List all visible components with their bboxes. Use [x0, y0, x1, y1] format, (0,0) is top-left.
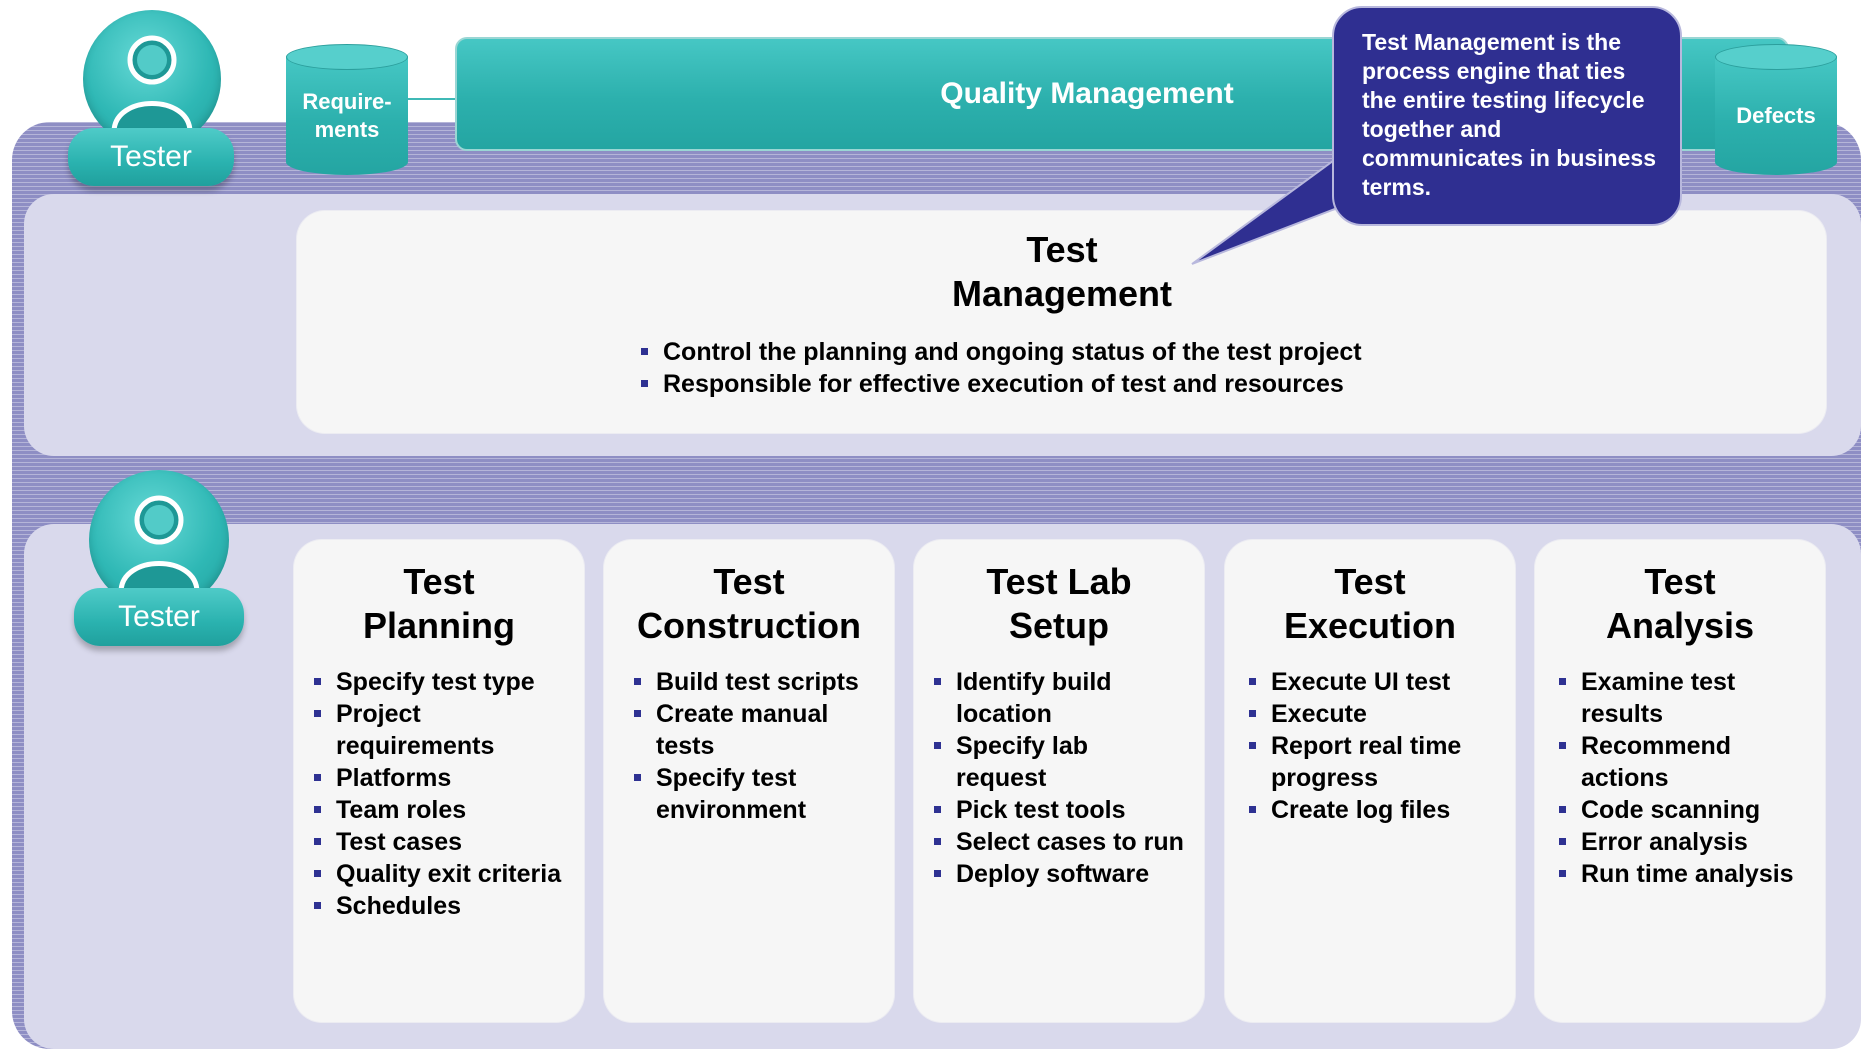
list-item: Execute: [1249, 698, 1499, 730]
list-item: Test cases: [314, 826, 584, 858]
phase-bullets: Identify build location Specify lab requ…: [934, 666, 1184, 890]
list-item: Report real time progress: [1249, 730, 1499, 794]
list-item: Responsible for effective execution of t…: [641, 368, 1641, 400]
phase-column-test-execution: Test Execution Execute UI test Execute R…: [1225, 540, 1515, 1022]
list-item: Build test scripts: [634, 666, 879, 698]
phase-title: Test Planning: [363, 561, 515, 646]
list-item: Specify test environment: [634, 762, 879, 826]
tester-badge-top: Tester: [68, 128, 234, 186]
list-item: Create log files: [1249, 794, 1499, 826]
tester-avatar-top: [83, 10, 221, 148]
tester-label: Tester: [110, 140, 192, 173]
list-item: Error analysis: [1559, 826, 1821, 858]
phase-column-test-planning: Test Planning Specify test type Project …: [294, 540, 584, 1022]
phase-column-test-lab-setup: Test Lab Setup Identify build location S…: [914, 540, 1204, 1022]
callout-text: Test Management is the process engine th…: [1362, 29, 1656, 200]
phase-title: Test Construction: [637, 561, 861, 646]
list-item: Pick test tools: [934, 794, 1184, 826]
requirements-database: Require- ments: [286, 44, 408, 176]
list-item: Deploy software: [934, 858, 1184, 890]
connector-requirements: [406, 98, 456, 100]
phase-bullets: Build test scripts Create manual tests S…: [634, 666, 879, 826]
list-item: Schedules: [314, 890, 584, 922]
test-management-title: Test Management: [951, 229, 1173, 314]
requirements-label: Require- ments: [286, 57, 408, 175]
list-item: Specify test type: [314, 666, 584, 698]
tester-label: Tester: [118, 600, 200, 633]
list-item: Team roles: [314, 794, 584, 826]
phase-bullets: Execute UI test Execute Report real time…: [1249, 666, 1499, 826]
test-management-panel: [297, 211, 1826, 433]
tester-avatar-bottom: [89, 470, 229, 610]
list-item: Run time analysis: [1559, 858, 1821, 890]
list-item: Select cases to run: [934, 826, 1184, 858]
phase-title: Test Analysis: [1605, 561, 1755, 646]
list-item: Execute UI test: [1249, 666, 1499, 698]
phase-column-test-construction: Test Construction Build test scripts Cre…: [604, 540, 894, 1022]
phase-title: Test Lab Setup: [986, 561, 1132, 646]
list-item: Control the planning and ongoing status …: [641, 336, 1641, 368]
phase-bullets: Specify test type Project requirements P…: [314, 666, 584, 922]
tester-badge-bottom: Tester: [74, 588, 244, 646]
list-item: Project requirements: [314, 698, 584, 762]
defects-cylinder-top: [1715, 44, 1837, 70]
test-management-bullets: Control the planning and ongoing status …: [641, 336, 1641, 400]
requirements-cylinder-top: [286, 44, 408, 70]
phase-bullets: Examine test results Recommend actions C…: [1559, 666, 1821, 890]
phase-column-test-analysis: Test Analysis Examine test results Recom…: [1535, 540, 1825, 1022]
person-icon: [111, 35, 193, 132]
person-icon: [118, 495, 200, 592]
list-item: Identify build location: [934, 666, 1184, 730]
phase-title: Test Execution: [1283, 561, 1457, 646]
list-item: Code scanning: [1559, 794, 1821, 826]
list-item: Create manual tests: [634, 698, 879, 762]
list-item: Platforms: [314, 762, 584, 794]
list-item: Quality exit criteria: [314, 858, 584, 890]
list-item: Examine test results: [1559, 666, 1821, 730]
callout-box: Test Management is the process engine th…: [1332, 6, 1682, 226]
list-item: Specify lab request: [934, 730, 1184, 794]
defects-label: Defects: [1715, 57, 1837, 175]
quality-management-label: Quality Management: [940, 77, 1234, 110]
defects-database: Defects: [1715, 44, 1837, 176]
list-item: Recommend actions: [1559, 730, 1821, 794]
